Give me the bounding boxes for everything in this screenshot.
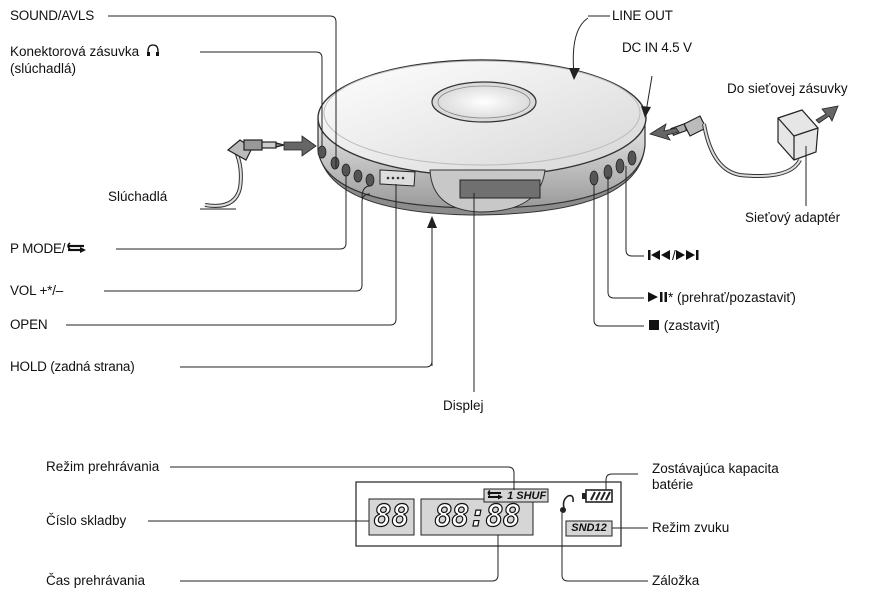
stop-icon <box>649 320 659 330</box>
lcd-leader-lines <box>148 466 648 582</box>
label-sound-avls: SOUND/AVLS <box>10 8 95 23</box>
label-p-mode-text: P MODE/ <box>10 241 66 256</box>
play-pause-icon <box>648 292 667 302</box>
label-play-pause: * (prehrať/pozastaviť) <box>648 290 796 306</box>
label-headphone-jack: Konektorová zásuvka <box>10 44 160 60</box>
track-number-box <box>368 498 415 536</box>
label-battery-sub: batérie <box>652 477 694 492</box>
lcd-sound-mode: SND12 <box>571 522 607 534</box>
dc-plug <box>670 115 802 178</box>
lcd-track-digits: 88 <box>373 498 410 534</box>
label-sound-mode: Režim zvuku <box>652 520 730 535</box>
leader-lines <box>66 15 807 392</box>
label-track-number: Číslo skladby <box>46 513 127 528</box>
prev-track-icon <box>648 250 670 260</box>
headphone-icon <box>146 44 159 56</box>
label-line-out: LINE OUT <box>612 8 673 23</box>
lcd-time-digits: 88:88 <box>434 498 522 534</box>
arrow-dc-insert <box>649 123 680 141</box>
label-prev-next: / <box>648 248 700 264</box>
label-headphones: Slúchadlá <box>108 189 168 204</box>
lcd-mode-text: 1 SHUF <box>507 490 547 502</box>
label-play-time: Čas prehrávania <box>46 573 146 588</box>
label-dc-in: DC IN 4.5 V <box>622 40 692 55</box>
label-wall-outlet: Do sieťovej zásuvky <box>727 81 848 96</box>
arrow-to-outlet <box>815 105 839 124</box>
bookmark-icon <box>560 494 574 513</box>
label-open: OPEN <box>10 317 48 332</box>
ac-adapter <box>777 109 819 161</box>
repeat-icon <box>67 242 87 253</box>
arrow-line-out <box>572 17 589 75</box>
arrow-headphone-insert <box>283 135 317 157</box>
label-stop-text: (zastaviť) <box>663 318 720 333</box>
headphone-plug <box>204 139 285 208</box>
label-ac-adapter: Sieťový adaptér <box>745 210 841 225</box>
next-track-icon <box>675 250 699 260</box>
label-play-mode: Režim prehrávania <box>46 459 160 474</box>
label-display: Displej <box>443 398 484 413</box>
player-display-window <box>459 179 541 199</box>
lcd-mode: 1 SHUF <box>486 488 546 504</box>
label-stop: (zastaviť) <box>648 318 720 334</box>
arrow-dc-in <box>645 75 653 113</box>
label-battery: Zostávajúca kapacita <box>652 461 779 476</box>
cd-player <box>317 59 647 216</box>
play-time-box <box>420 498 534 536</box>
battery-icon <box>582 489 613 503</box>
label-bookmark: Záložka <box>652 573 700 588</box>
label-play-pause-text: * (prehrať/pozastaviť) <box>668 290 796 305</box>
right-controls <box>589 150 637 186</box>
label-prev-next-sep: / <box>672 248 676 263</box>
label-hold: HOLD (zadná strana) <box>10 359 135 374</box>
label-headphone-jack-sub: (slúchadlá) <box>10 61 77 76</box>
lcd-repeat-icon <box>487 489 503 500</box>
left-controls <box>317 145 375 187</box>
label-headphone-jack-text: Konektorová zásuvka <box>10 44 140 59</box>
label-p-mode: P MODE/ <box>10 241 87 257</box>
label-volume: VOL +*/– <box>10 283 64 298</box>
